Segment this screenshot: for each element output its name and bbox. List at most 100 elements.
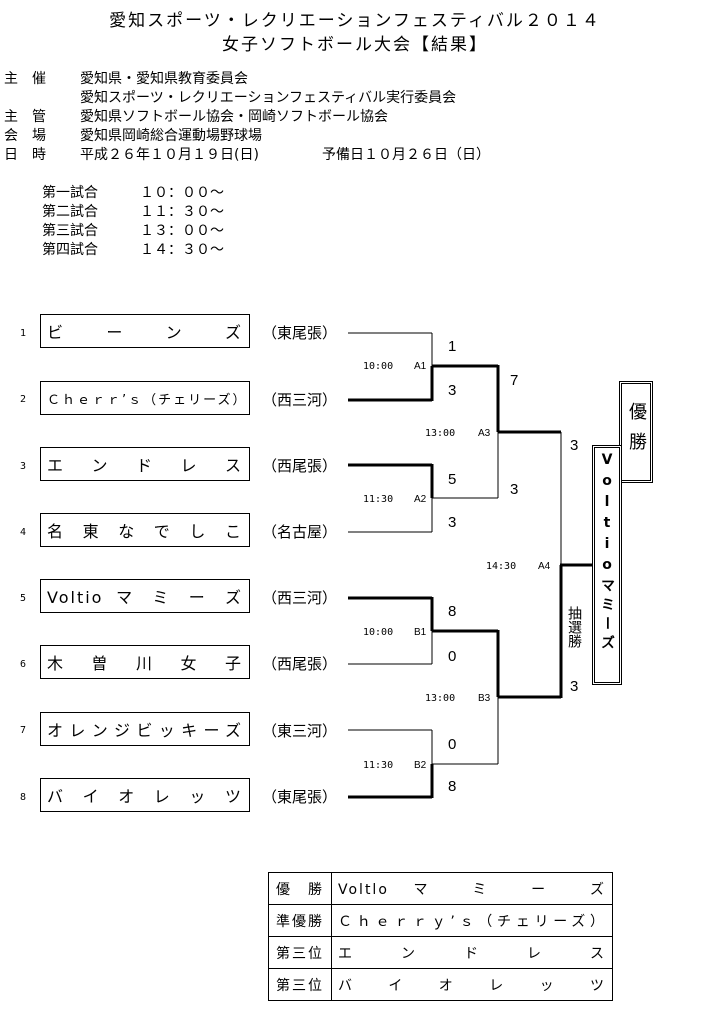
game-score: 7 <box>510 372 519 389</box>
seed-number: 8 <box>20 792 27 803</box>
page-title: 愛知スポーツ・レクリエーションフェスティバル２０１４ <box>109 11 601 31</box>
team-region: （西尾張） <box>262 457 338 475</box>
game-time: 13:00 <box>425 428 456 439</box>
rank-cell: 優 勝 <box>268 872 332 905</box>
team-region: （西三河） <box>262 391 338 409</box>
date-label: 日 時 <box>4 147 46 163</box>
game-score: 3 <box>448 514 457 531</box>
team-name: 木 曽 川 女 子 <box>47 654 243 673</box>
seed-number: 7 <box>20 725 27 736</box>
team-name: バ イ オ レ ッ ツ <box>47 787 243 806</box>
seed-number: 6 <box>20 659 27 670</box>
team-region: （東尾張） <box>262 324 338 342</box>
game-score: 1 <box>448 338 457 355</box>
game-time: 11:30 <box>363 494 394 505</box>
game-time: 14:30 <box>486 561 517 572</box>
game-time: 13:00 <box>425 693 456 704</box>
game-id: B2 <box>414 760 427 771</box>
seed-number: 3 <box>20 461 27 472</box>
schedule-time: １０：００～ <box>140 185 224 201</box>
sponsor-label: 主 催 <box>4 71 46 87</box>
team-box: Ｃｈｅｒｒ’ｓ（チェリーズ） <box>40 381 250 415</box>
reserve-date: 予備日１０月２６日（日） <box>322 147 490 163</box>
game-id: A3 <box>478 428 491 439</box>
team-cell-text: エ ン ド レ ス <box>338 945 606 962</box>
table-row: 準優勝 Ｃｈｅｒｒｙ’ｓ（チェリーズ） <box>268 904 613 937</box>
page-subtitle: 女子ソフトボール大会【結果】 <box>222 35 488 55</box>
venue-label: 会 場 <box>4 128 46 144</box>
team-box: オレンジビッキーズ <box>40 712 250 746</box>
team-region: （西尾張） <box>262 655 338 673</box>
game-score: 8 <box>448 778 457 795</box>
champion-label-box: 優勝 <box>619 381 653 483</box>
team-region: （東尾張） <box>262 788 338 806</box>
team-name: Voltio マ ミ ー ズ <box>47 588 243 607</box>
game-id: A4 <box>538 561 551 572</box>
seed-number: 1 <box>20 328 27 339</box>
rank-cell: 準優勝 <box>268 904 332 937</box>
game-score: 5 <box>448 471 457 488</box>
team-box: 木 曽 川 女 子 <box>40 645 250 679</box>
table-row: 優 勝 Voltlo マ ミ ー ズ <box>268 872 613 905</box>
schedule-label: 第二試合 <box>42 204 98 220</box>
team-name: エ ン ド レ ス <box>47 456 243 475</box>
team-cell: Ｃｈｅｒｒｙ’ｓ（チェリーズ） <box>331 904 613 937</box>
team-cell-text: Ｃｈｅｒｒｙ’ｓ（チェリーズ） <box>338 913 606 930</box>
schedule-label: 第一試合 <box>42 185 98 201</box>
game-score: 3 <box>570 678 579 695</box>
seed-number: 5 <box>20 593 27 604</box>
date: 平成２６年１０月１９日(日) <box>80 147 259 163</box>
game-id: A1 <box>414 361 427 372</box>
game-score: 3 <box>510 481 519 498</box>
sponsor-2: 愛知スポーツ・レクリエーションフェスティバル実行委員会 <box>80 90 457 106</box>
organizer: 愛知県ソフトボール協会・岡崎ソフトボール協会 <box>80 109 388 125</box>
champion-team-box: Voltioマミーズ <box>592 445 622 685</box>
champion-label: 優勝 <box>626 402 647 462</box>
schedule-time: １４：３０～ <box>140 242 224 258</box>
team-name: ビ ー ン ズ <box>47 323 243 342</box>
team-cell: バ イ オ レ ッ ツ <box>331 968 613 1001</box>
team-cell-text: バ イ オ レ ッ ツ <box>338 977 606 994</box>
sponsor-1: 愛知県・愛知県教育委員会 <box>80 71 248 87</box>
game-time: 10:00 <box>363 361 394 372</box>
champion-team: Voltioマミーズ <box>599 452 615 654</box>
team-box: 名 東 な で し こ <box>40 513 250 547</box>
rank-cell: 第三位 <box>268 936 332 969</box>
team-cell: Voltlo マ ミ ー ズ <box>331 872 613 905</box>
schedule-time: １１：３０～ <box>140 204 224 220</box>
game-score: 0 <box>448 736 457 753</box>
seed-number: 4 <box>20 527 27 538</box>
team-cell: エ ン ド レ ス <box>331 936 613 969</box>
lottery-win-note: 抽選勝 <box>566 606 582 648</box>
organizer-label: 主 管 <box>4 109 46 125</box>
team-box: エ ン ド レ ス <box>40 447 250 481</box>
venue: 愛知県岡崎総合運動場野球場 <box>80 128 262 144</box>
team-region: （西三河） <box>262 589 338 607</box>
team-box: Voltio マ ミ ー ズ <box>40 579 250 613</box>
game-time: 10:00 <box>363 627 394 638</box>
rank-cell: 第三位 <box>268 968 332 1001</box>
team-box: ビ ー ン ズ <box>40 314 250 348</box>
team-cell-text: Voltlo マ ミ ー ズ <box>338 881 606 898</box>
game-score: 0 <box>448 648 457 665</box>
team-name: Ｃｈｅｒｒ’ｓ（チェリーズ） <box>47 392 248 408</box>
game-time: 11:30 <box>363 760 394 771</box>
game-id: B3 <box>478 693 491 704</box>
schedule-label: 第四試合 <box>42 242 98 258</box>
results-table: 優 勝 Voltlo マ ミ ー ズ 準優勝 Ｃｈｅｒｒｙ’ｓ（チェリーズ） 第… <box>268 872 613 1001</box>
schedule-label: 第三試合 <box>42 223 98 239</box>
schedule-time: １３：００～ <box>140 223 224 239</box>
game-id: B1 <box>414 627 427 638</box>
team-region: （東三河） <box>262 722 338 740</box>
team-box: バ イ オ レ ッ ツ <box>40 778 250 812</box>
seed-number: 2 <box>20 394 27 405</box>
table-row: 第三位 エ ン ド レ ス <box>268 936 613 969</box>
game-score: 3 <box>448 382 457 399</box>
team-name: オレンジビッキーズ <box>47 721 243 740</box>
team-name: 名 東 な で し こ <box>47 522 243 541</box>
game-id: A2 <box>414 494 427 505</box>
game-score: 8 <box>448 603 457 620</box>
team-region: （名古屋） <box>262 523 338 541</box>
table-row: 第三位 バ イ オ レ ッ ツ <box>268 968 613 1001</box>
